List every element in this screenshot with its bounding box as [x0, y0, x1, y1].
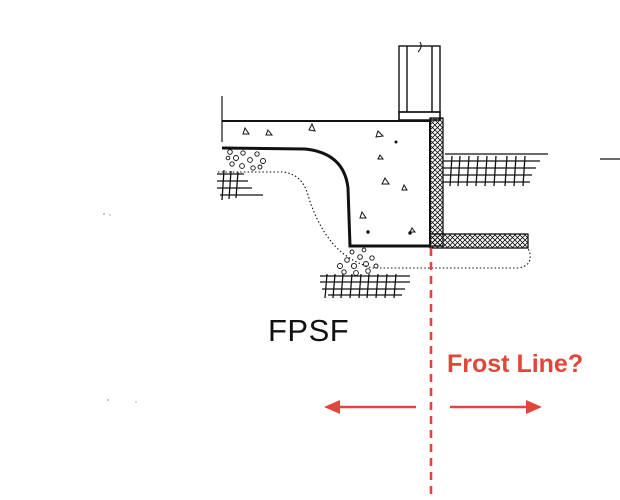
wing-insulation	[429, 233, 529, 249]
foundation-type-label: FPSF	[268, 313, 350, 348]
wall-stud	[398, 41, 441, 121]
vertical-insulation	[429, 117, 444, 247]
earth-hatch	[217, 153, 620, 299]
scan-specks	[103, 213, 137, 403]
gravel-fill	[225, 149, 379, 276]
right-arrow-icon	[450, 400, 542, 414]
frost-line-question-label: Frost Line?	[447, 350, 584, 378]
concrete-aggregate	[242, 122, 416, 235]
excavation-line	[218, 171, 531, 269]
left-arrow-icon	[324, 400, 416, 414]
